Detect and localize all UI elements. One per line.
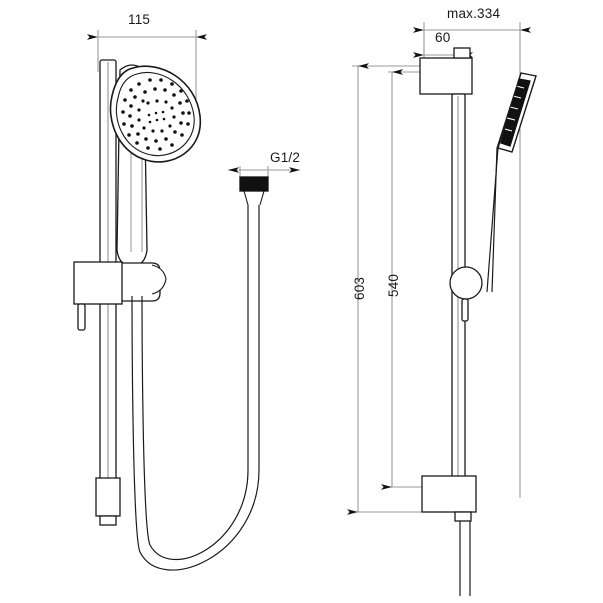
dimension-label-hose-thread: G1/2 [270,150,301,165]
rail-top-wall-bracket-side [419,47,473,95]
rail-bottom-wall-bracket-side [421,475,477,522]
slider-lever-handle-side [461,298,469,322]
flexible-shower-hose-front [131,176,269,571]
dimension-label-bracket-offset: 60 [435,30,451,45]
slider-lever-handle [77,303,86,331]
hose-connector-nut [239,176,269,192]
flexible-shower-hose-side [459,521,471,596]
front-elevation-view [73,59,269,571]
hand-shower-handle-side [486,72,522,293]
dimension-label-max-projection: max.334 [447,6,501,21]
dimension-label-overall-height: 603 [352,276,367,300]
dimension-lines-group [87,22,531,515]
rail-slider-bracket-side [449,266,483,322]
rail-slider-bracket-front [73,261,167,331]
rail-bottom-wall-bracket-front [95,477,121,526]
hand-shower-head-side [497,72,537,153]
dimension-label-front-width: 115 [128,12,151,27]
spray-nozzle-dots [121,78,191,151]
spray-face-marks [504,85,525,132]
side-elevation-view [419,47,537,596]
hand-shower-head-front [109,65,201,163]
dimension-label-rail-height: 540 [386,273,401,297]
